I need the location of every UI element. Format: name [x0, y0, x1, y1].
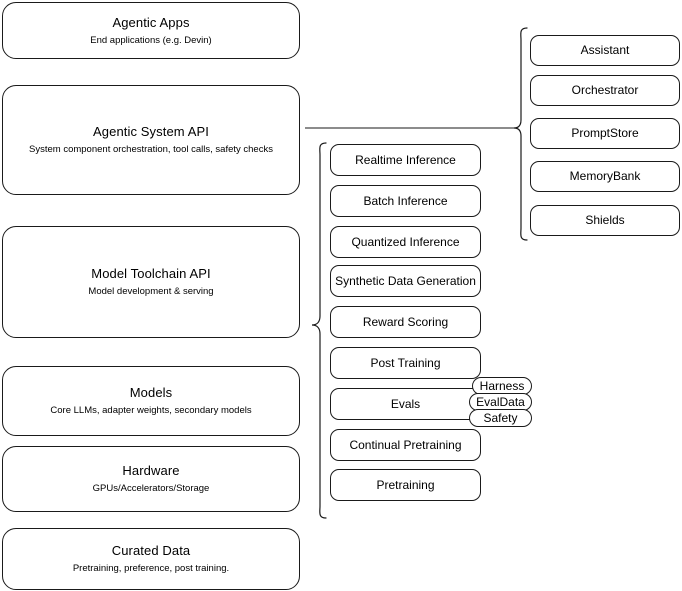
toolchain-item-batch-inference[interactable]: Batch Inference	[330, 185, 481, 217]
chip-label: Shields	[585, 213, 625, 227]
chip-label: Quantized Inference	[351, 234, 460, 249]
layer-agentic-system-api[interactable]: Agentic System API System component orch…	[2, 85, 300, 195]
toolchain-item-quantized-inference[interactable]: Quantized Inference	[330, 226, 481, 258]
toolchain-item-post-training[interactable]: Post Training	[330, 347, 481, 379]
layer-subtitle: GPUs/Accelerators/Storage	[92, 483, 210, 494]
layer-curated-data[interactable]: Curated Data Pretraining, preference, po…	[2, 528, 300, 590]
layer-title: Hardware	[122, 463, 180, 478]
chip-label: Continual Pretraining	[349, 437, 462, 452]
layer-subtitle: Model development & serving	[88, 286, 214, 297]
layer-title: Agentic System API	[93, 124, 209, 139]
toolchain-item-reward-scoring[interactable]: Reward Scoring	[330, 306, 481, 338]
layer-models[interactable]: Models Core LLMs, adapter weights, secon…	[2, 366, 300, 436]
layer-title: Agentic Apps	[112, 14, 190, 30]
layer-subtitle: System component orchestration, tool cal…	[29, 144, 273, 155]
agentic-item-orchestrator[interactable]: Orchestrator	[530, 75, 680, 106]
layer-subtitle: Pretraining, preference, post training.	[72, 563, 230, 574]
layer-title: Curated Data	[111, 543, 191, 558]
layer-subtitle: End applications (e.g. Devin)	[90, 34, 212, 46]
chip-label: Realtime Inference	[355, 152, 456, 167]
agentic-item-memorybank[interactable]: MemoryBank	[530, 161, 680, 192]
badge-label: Harness	[479, 379, 525, 393]
agentic-item-promptstore[interactable]: PromptStore	[530, 118, 680, 149]
chip-label: Orchestrator	[571, 83, 639, 97]
badge-label: Safety	[483, 411, 518, 425]
layer-model-toolchain-api[interactable]: Model Toolchain API Model development & …	[2, 226, 300, 338]
toolchain-item-realtime-inference[interactable]: Realtime Inference	[330, 144, 481, 176]
chip-label: Pretraining	[376, 477, 435, 492]
chip-label: Evals	[390, 396, 421, 411]
layer-subtitle: Core LLMs, adapter weights, secondary mo…	[50, 405, 252, 416]
layer-title: Models	[129, 385, 173, 400]
chip-label: PromptStore	[571, 126, 639, 140]
toolchain-item-evals[interactable]: Evals	[330, 388, 481, 420]
layer-agentic-apps[interactable]: Agentic Apps End applications (e.g. Devi…	[2, 2, 300, 59]
agentic-item-shields[interactable]: Shields	[530, 205, 680, 236]
toolchain-item-pretraining[interactable]: Pretraining	[330, 469, 481, 501]
chip-label: Batch Inference	[363, 193, 448, 208]
chip-label: Post Training	[370, 355, 441, 370]
agentic-item-assistant[interactable]: Assistant	[530, 35, 680, 66]
evals-badge-safety[interactable]: Safety	[469, 409, 532, 427]
badge-label: EvalData	[476, 395, 525, 409]
chip-label: Reward Scoring	[362, 314, 449, 329]
chip-label: Assistant	[580, 43, 630, 57]
toolchain-item-synthetic-data-generation[interactable]: Synthetic Data Generation	[330, 265, 481, 297]
chip-label: MemoryBank	[569, 169, 641, 183]
layer-title: Model Toolchain API	[91, 266, 211, 281]
toolchain-item-continual-pretraining[interactable]: Continual Pretraining	[330, 429, 481, 461]
layer-hardware[interactable]: Hardware GPUs/Accelerators/Storage	[2, 446, 300, 512]
chip-label: Synthetic Data Generation	[335, 273, 476, 288]
